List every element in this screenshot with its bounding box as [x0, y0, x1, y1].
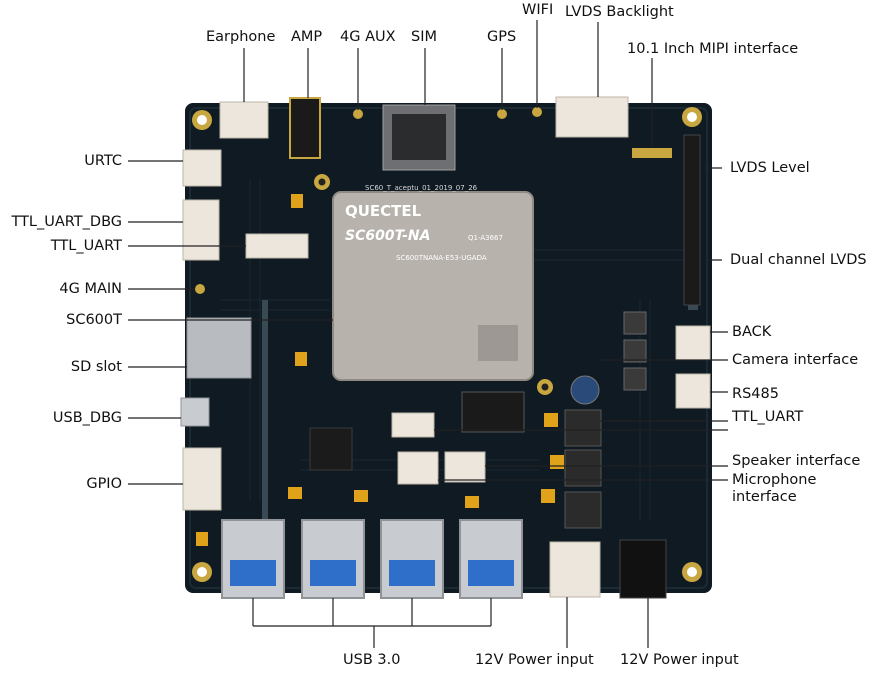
mount-holes	[192, 107, 702, 582]
power-input-2	[619, 539, 667, 599]
sc600t-module: QUECTEL SC600T-NA Q1-A3667 SC600TNANA-E5…	[332, 184, 534, 381]
label-gps: GPS	[487, 29, 517, 45]
label-usb-dbg: USB_DBG	[52, 410, 122, 426]
label-rs485: RS485	[732, 386, 779, 402]
module-part: SC600TNANA-E53-UGADA	[396, 254, 487, 262]
label-microphone: Microphone interface	[732, 472, 817, 505]
aux-antenna-connector	[353, 109, 363, 119]
power-input-1	[549, 541, 601, 598]
label-wifi: WIFI	[522, 2, 554, 18]
label-dual-lvds: Dual channel LVDS	[730, 252, 867, 268]
label-4g-main: 4G MAIN	[59, 281, 122, 297]
main-antenna-connector	[195, 284, 205, 294]
label-ttl-uart-left: TTL_UART	[50, 238, 122, 254]
usb-dbg-port	[180, 397, 210, 427]
label-earphone: Earphone	[206, 29, 276, 45]
ttl-uart-connector-left	[182, 199, 220, 261]
speaker-connector	[444, 451, 486, 483]
ttl-uart-connector-center	[391, 412, 435, 438]
label-speaker: Speaker interface	[732, 453, 861, 469]
earphone-connector	[219, 101, 269, 139]
label-lvds-backlight: LVDS Backlight	[565, 4, 674, 20]
urtc-connector	[182, 149, 222, 187]
label-power-2: 12V Power input	[620, 652, 739, 668]
amp-jack	[289, 97, 321, 159]
ttl-uart-connector-horizontal	[245, 233, 309, 259]
label-ttl-uart-dbg: TTL_UART_DBG	[11, 214, 122, 230]
lvds-backlight-connector	[555, 96, 629, 138]
lvds-level-header	[683, 134, 701, 306]
label-sc600t: SC600T	[66, 312, 122, 328]
gpio-connector	[182, 447, 222, 511]
label-sim: SIM	[411, 29, 437, 45]
module-model: SC600T-NA	[345, 228, 430, 244]
usb30-ports	[221, 519, 523, 599]
back-buttons	[623, 311, 647, 391]
module-code: Q1-A3667	[468, 234, 503, 242]
label-urtc: URTC	[84, 153, 122, 169]
label-amp: AMP	[291, 29, 323, 45]
label-gpio: GPIO	[86, 476, 122, 492]
gps-antenna-connector	[497, 109, 507, 119]
label-sd-slot: SD slot	[70, 359, 122, 375]
label-back: BACK	[732, 324, 772, 340]
label-usb30: USB 3.0	[343, 652, 401, 668]
label-mipi: 10.1 Inch MIPI interface	[627, 41, 799, 57]
module-top-text: SC60_T_aceptu_01_2019_07_26	[365, 184, 478, 192]
mipi-connector	[632, 148, 672, 158]
label-ttl-uart-right: TTL_UART	[732, 409, 804, 425]
label-camera: Camera interface	[732, 352, 859, 368]
microphone-connector	[397, 451, 439, 485]
sd-slot	[186, 317, 252, 379]
label-lvds-level: LVDS Level	[730, 160, 810, 176]
leader-lines	[128, 20, 728, 648]
label-power-1: 12V Power input	[475, 652, 594, 668]
rs485-connector	[675, 373, 711, 409]
module-brand: QUECTEL	[345, 202, 422, 220]
camera-connector	[675, 325, 711, 361]
wifi-antenna-connector	[532, 107, 542, 117]
label-4g-aux: 4G AUX	[340, 29, 396, 45]
